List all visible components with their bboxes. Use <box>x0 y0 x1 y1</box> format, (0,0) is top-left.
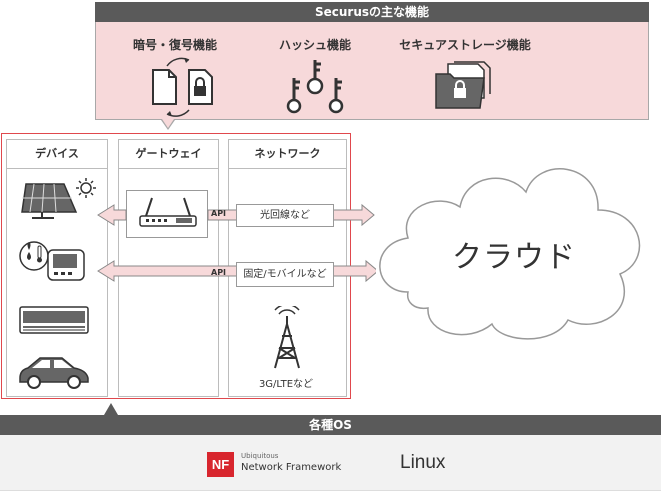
nf-subtitle: Ubiquitous <box>241 452 279 460</box>
api-label-1: API <box>211 209 227 218</box>
hash-keys-icon <box>286 60 344 114</box>
devices-header: デバイス <box>7 140 107 169</box>
api-label-2: API <box>211 268 227 277</box>
gateway-header: ゲートウェイ <box>119 140 218 169</box>
air-conditioner-icon <box>19 306 89 334</box>
os-pointer <box>104 403 118 415</box>
os-title: 各種OS <box>0 415 661 435</box>
cloud-shape <box>379 168 641 340</box>
os-area <box>0 435 661 491</box>
encrypt-decrypt-icon <box>152 57 213 117</box>
router-icon <box>139 197 197 227</box>
fixed-mobile-label: 固定/モバイルなど <box>236 262 334 287</box>
securus-title: Securusの主な機能 <box>95 2 649 22</box>
cloud-label: クラウド <box>452 240 576 275</box>
feature-encrypt-label: 暗号・復号機能 <box>132 38 217 52</box>
nf-name: Network Framework <box>241 462 342 473</box>
secure-storage-icon <box>435 61 491 109</box>
cell-tower-icon <box>274 306 300 369</box>
car-icon <box>19 357 89 389</box>
nf-logo: NF <box>207 452 234 477</box>
fiber-line-label: 光回線など <box>236 204 334 227</box>
securus-pointer-fill <box>162 119 174 128</box>
network-header: ネットワーク <box>229 140 346 169</box>
solar-panel-icon <box>21 178 96 219</box>
thermostat-icon <box>19 241 85 281</box>
cellular-label: 3G/LTEなど <box>258 379 314 390</box>
feature-hash-label: ハッシュ機能 <box>278 38 351 52</box>
linux-label: Linux <box>400 452 446 473</box>
feature-storage-label: セキュアストレージ機能 <box>399 38 531 52</box>
